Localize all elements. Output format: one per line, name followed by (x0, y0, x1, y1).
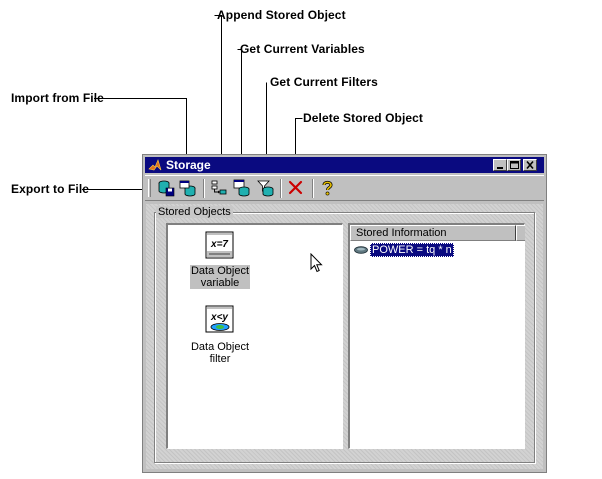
svg-text:x<y: x<y (210, 312, 228, 323)
get-current-filters-button[interactable] (255, 178, 277, 198)
matlab-logo-icon (148, 159, 162, 171)
label-line: filter (209, 353, 231, 365)
import-from-file-button[interactable] (177, 178, 199, 198)
export-to-file-button[interactable] (155, 178, 177, 198)
minimize-icon (497, 167, 503, 169)
header-filler (516, 225, 525, 241)
append-stored-object-button[interactable] (208, 178, 230, 198)
get-filters-icon (257, 180, 274, 197)
data-object-variable-icon: x=7 (205, 231, 234, 259)
database-open-icon (179, 180, 196, 197)
maximize-icon (510, 161, 519, 169)
callout-append-stored-object: Append Stored Object (217, 8, 346, 22)
get-current-variables-button[interactable] (231, 178, 253, 198)
stored-information-row-text: POWER = tq * n (370, 243, 454, 257)
delete-stored-object-button[interactable] (285, 178, 307, 198)
callout-get-current-variables: Get Current Variables (240, 42, 365, 56)
toolbar-separator (280, 179, 282, 198)
callout-import-from-file: Import from File (11, 91, 104, 105)
callout-get-current-filters: Get Current Filters (270, 75, 378, 89)
minimize-button[interactable] (493, 159, 507, 171)
maximize-button[interactable] (507, 159, 521, 171)
stored-object-variable-label: Data Object variable (190, 265, 250, 289)
mouse-cursor-icon (310, 253, 323, 273)
append-icon (211, 180, 227, 195)
get-variables-icon (233, 179, 250, 197)
window-title: Storage (166, 158, 211, 172)
close-icon (526, 160, 534, 170)
label-line: Data Object (190, 265, 250, 277)
window-titlebar[interactable]: Storage (145, 157, 544, 173)
svg-text:x=7: x=7 (210, 239, 228, 250)
database-save-icon (158, 180, 175, 197)
help-button[interactable] (317, 178, 339, 198)
stored-objects-groupbox (154, 212, 535, 463)
toolbar-separator (312, 179, 314, 198)
toolbar-grip[interactable] (148, 179, 151, 197)
expression-icon (354, 246, 368, 254)
delete-x-icon (288, 180, 303, 195)
stored-information-header[interactable]: Stored Information (350, 225, 516, 241)
label-line: variable (200, 277, 240, 289)
data-object-filter-icon: x<y (205, 305, 234, 333)
close-button[interactable] (523, 159, 537, 171)
toolbar-separator (203, 179, 205, 198)
label-line: Data Object (190, 341, 250, 353)
stored-object-filter-label: Data Object filter (190, 341, 250, 365)
callout-export-to-file: Export to File (11, 182, 90, 196)
help-question-icon (322, 180, 333, 196)
stored-information-panel[interactable]: Stored Information POWER = tq * n (348, 223, 525, 449)
stored-objects-label: Stored Objects (156, 206, 233, 218)
toolbar (145, 175, 544, 201)
callout-delete-stored-object: Delete Stored Object (303, 111, 424, 125)
